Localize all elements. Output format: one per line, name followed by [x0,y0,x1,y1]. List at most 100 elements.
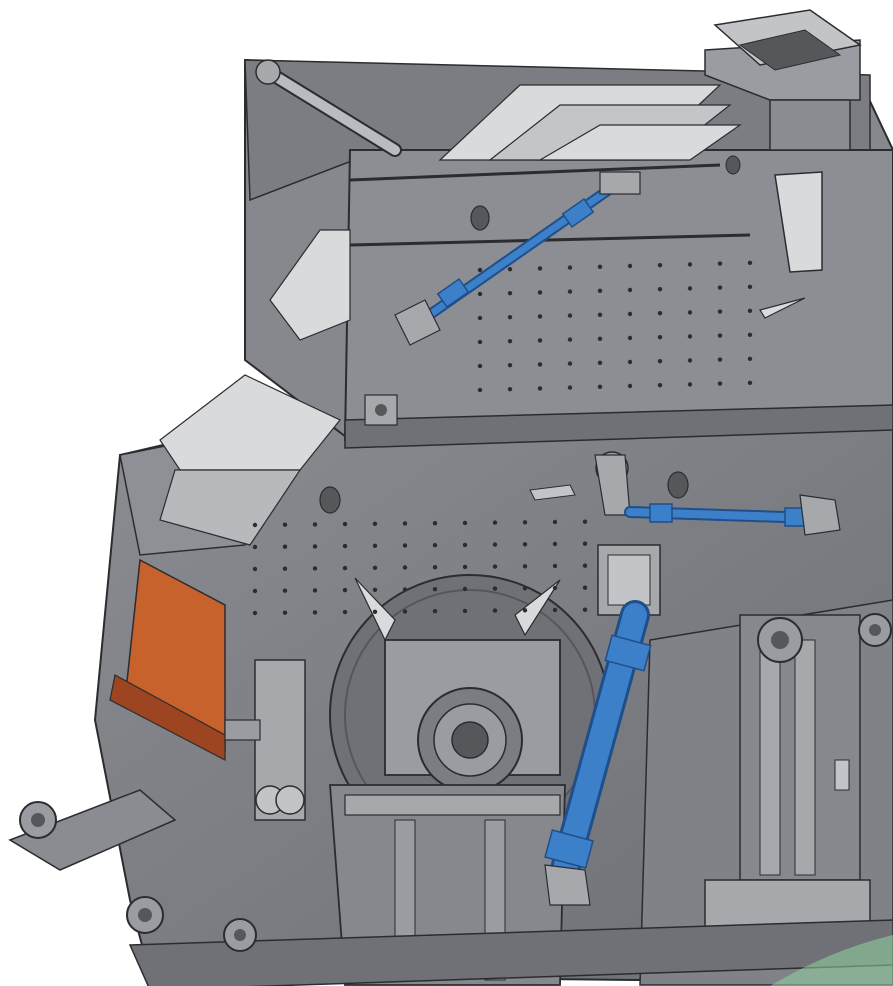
bolt-hole [282,610,288,615]
bolt-hole [567,337,573,342]
top-rod [255,59,402,157]
bolt-hole [492,608,498,613]
bolt-hole [552,563,558,569]
liner-slats [159,84,742,546]
bolt-hole [492,564,498,569]
bolt-hole [657,383,663,388]
bolt-hole [687,262,693,267]
bolt-hole [477,339,483,345]
cylinder-bracket [594,451,661,616]
bolt-hole [582,519,588,524]
bolt-hole [687,382,693,387]
bolt-hole [627,359,633,365]
bolt-hole [657,335,663,340]
bolt-hole [597,336,603,341]
bolt-hole [252,610,258,616]
bolt-hole [687,310,693,315]
bolt-hole [747,356,753,361]
bolt-hole [492,520,498,525]
bolt-hole [552,541,558,547]
bolt-hole [312,522,318,527]
bolt-hole [687,286,693,291]
bolt-hole [627,383,633,389]
bolt-hole [582,563,588,568]
bolt-hole [582,541,588,546]
base-frame [8,613,893,986]
bolt-hole [432,587,438,592]
bolt-hole [282,588,288,593]
bolt-hole [282,522,288,527]
bolt-hole [627,311,633,317]
bolt-hole [372,565,378,570]
bolt-hole [717,357,723,362]
bolt-hole [522,520,528,525]
bolt-hole [567,265,573,270]
bolt-hole [597,384,603,389]
bolt-hole [402,609,408,614]
bolt-hole [522,608,528,613]
bolt-hole [432,543,438,548]
bolt-hole [282,544,288,549]
bolt-hole [477,387,483,393]
bolt-hole [342,587,348,593]
bolt-hole [747,260,753,265]
bolt-hole [492,542,498,547]
bolt-hole [552,585,558,591]
bolt-hole [477,363,483,369]
bolt-hole [402,565,408,570]
bolt-hole [717,381,723,386]
bolt-hole [567,385,573,390]
bolt-hole [372,587,378,592]
bolt-hole [432,565,438,570]
bolt-hole [597,312,603,317]
bolt-hole [597,360,603,365]
bolt-hole [252,588,258,594]
bolt-hole [747,332,753,337]
bolt-hole [402,543,408,548]
bolt-hole [627,263,633,269]
bolt-hole [342,521,348,527]
bolt-hole [507,363,513,368]
bolt-hole [657,287,663,292]
bolt-hole [372,521,378,526]
wear-plate [109,558,226,761]
bolt-hole [312,588,318,593]
bolt-hole [747,380,753,385]
bolt-hole [522,542,528,547]
bolt-hole [432,609,438,614]
bolt-hole [342,609,348,615]
bolt-hole [657,359,663,364]
bolt-hole [657,311,663,316]
bolt-hole [462,542,468,548]
accent-swoosh [770,935,893,986]
bolt-hole [402,521,408,526]
bolt-hole [492,586,498,591]
hydraulic-cylinder-lower [544,600,652,906]
bolt-hole [372,543,378,548]
bolt-hole [462,564,468,570]
bolt-hole [537,266,543,271]
bolt-hole [567,361,573,366]
bolt-hole [507,339,513,344]
bolt-holes-lower [252,519,588,616]
bolt-hole [372,609,378,614]
bolt-hole [522,564,528,569]
bolt-hole [312,544,318,549]
bolt-hole [537,386,543,391]
bolt-hole [477,267,483,273]
bolt-hole [477,291,483,297]
bolt-holes-upper [477,260,753,393]
left-linkage [224,659,306,821]
bolt-hole [462,608,468,614]
bolt-hole [522,586,528,591]
bolt-hole [582,607,588,612]
bolt-hole [597,264,603,269]
bolt-hole [312,610,318,615]
bolt-hole [537,338,543,343]
bolt-hole [717,261,723,266]
bolt-hole [507,387,513,392]
bolt-hole [537,362,543,367]
bolt-hole [252,544,258,550]
mounting-lugs [319,155,850,791]
